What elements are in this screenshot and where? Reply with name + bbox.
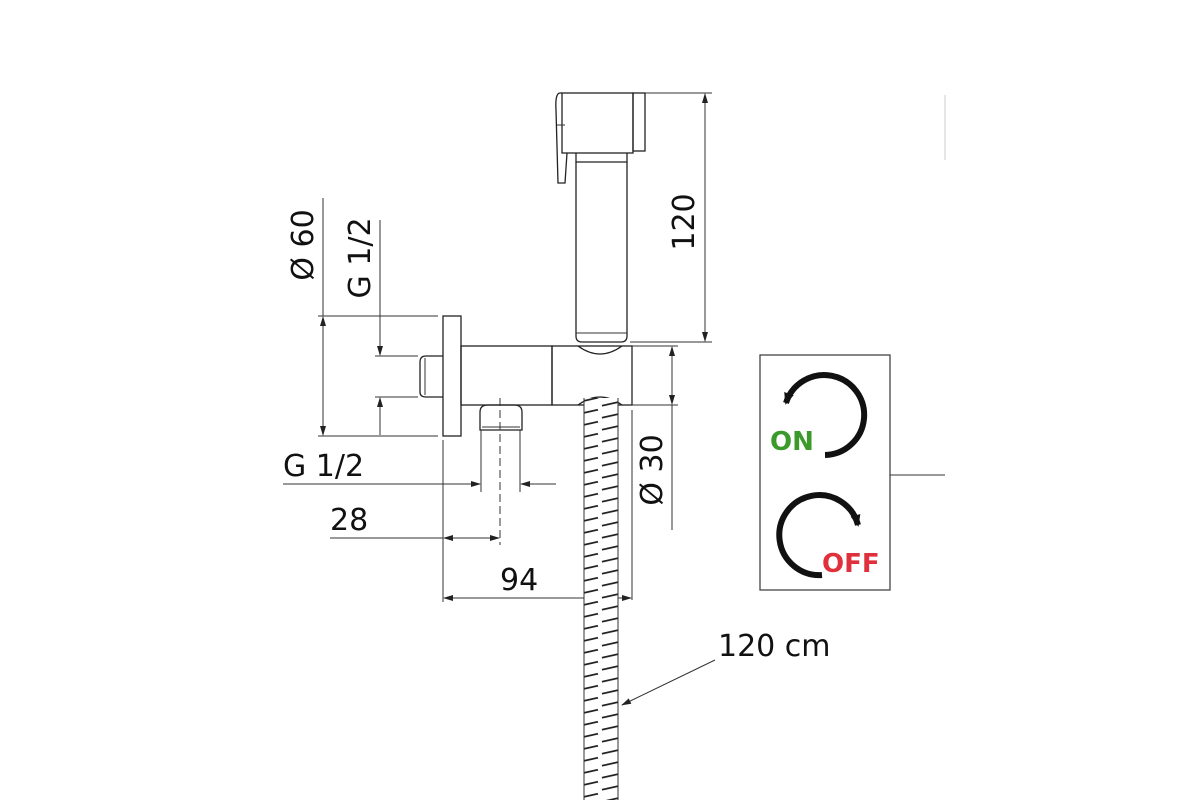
off-label: OFF — [822, 549, 880, 579]
hose-length-label: 120 cm — [718, 629, 831, 664]
flange-diameter-label: Ø 60 — [286, 209, 321, 280]
handshower-length-dimension: 120 — [630, 92, 712, 343]
outlet-offset-label: 28 — [330, 503, 368, 538]
outlet-thread-dimension: G 1/2 — [283, 449, 556, 487]
hand-shower — [555, 92, 646, 343]
inlet-thread-dimension: G 1/2 — [343, 217, 418, 435]
outlet-thread-label: G 1/2 — [283, 449, 364, 484]
clockwise-arrow-icon — [776, 492, 861, 579]
handshower-length-label: 120 — [667, 193, 702, 250]
holder-diameter-dimension: Ø 30 — [631, 345, 678, 600]
counterclockwise-arrow-icon — [783, 372, 868, 458]
outlet-offset-dimension: 28 — [330, 440, 500, 602]
flange-diameter-dimension: Ø 60 — [286, 198, 438, 437]
total-depth-label: 94 — [500, 563, 538, 598]
holder-diameter-label: Ø 30 — [635, 434, 670, 505]
flexible-hose: 120 cm — [583, 398, 831, 800]
on-off-legend: ON OFF — [759, 354, 945, 591]
inlet-thread-label: G 1/2 — [343, 217, 378, 298]
on-label: ON — [770, 427, 814, 457]
